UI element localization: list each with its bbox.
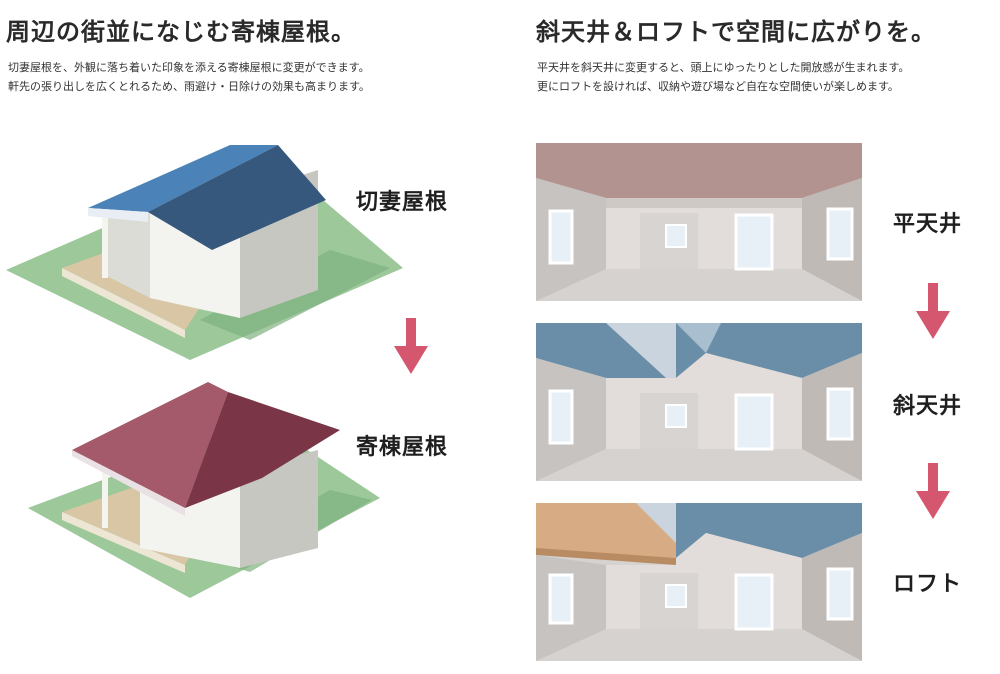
right-desc-line1: 平天井を斜天井に変更すると、頭上にゆったりとした開放感が生まれます。: [537, 61, 910, 74]
hip-wall-side: [240, 450, 318, 568]
room-flat-ceiling-illustration: [536, 143, 862, 301]
hip-roof-left: [72, 382, 228, 508]
label-gable-roof: 切妻屋根: [356, 190, 449, 215]
right-desc-line2: 更にロフトを設ければ、収納や遊び場など自在な空間使いが楽しめます。: [537, 80, 899, 93]
gable-roof-right: [148, 145, 326, 250]
gable-wall-left: [105, 200, 150, 298]
down-arrow-icon: [916, 283, 950, 339]
room-loft-illustration: [536, 503, 862, 661]
room-slanted-ceiling-illustration: [536, 323, 862, 481]
label-slanted-ceiling: 斜天井: [893, 394, 963, 419]
down-arrow-icon: [394, 318, 428, 374]
down-arrow-icon: [916, 463, 950, 519]
slanted-ceiling: [536, 323, 862, 378]
label-flat-ceiling: 平天井: [893, 212, 963, 237]
hip-house-illustration: [28, 382, 380, 598]
gable-house-illustration: [6, 145, 403, 360]
left-desc-line2: 軒先の張り出しを広くとれるため、雨避け・日除けの効果も高まります。: [8, 80, 370, 93]
hip-roof-right: [185, 392, 340, 508]
left-desc-line1: 切妻屋根を、外観に落ち着いた印象を添える寄棟屋根に変更ができます。: [8, 61, 370, 74]
label-loft: ロフト: [893, 572, 963, 597]
loft-platform: [536, 503, 676, 558]
label-hip-roof: 寄棟屋根: [356, 435, 449, 460]
gable-roof-left: [88, 145, 278, 212]
right-heading: 斜天井＆ロフトで空間に広がりを。: [536, 18, 936, 46]
flat-ceiling: [536, 143, 862, 198]
left-heading: 周辺の街並になじむ寄棟屋根。: [6, 18, 356, 46]
